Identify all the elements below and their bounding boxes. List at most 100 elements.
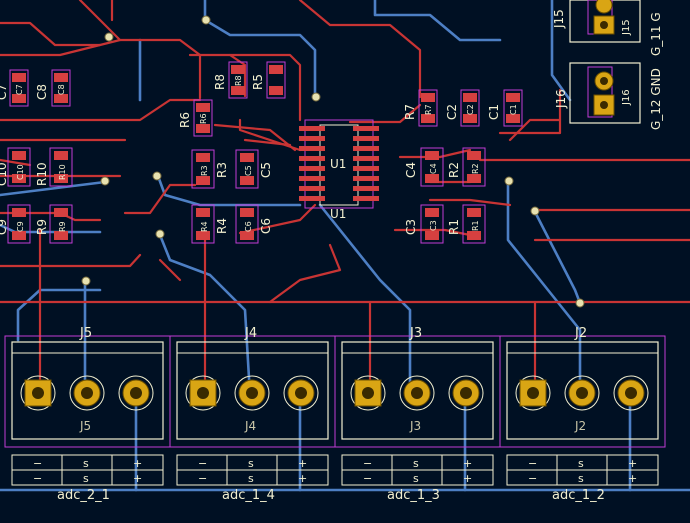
c6-pad-2[interactable] bbox=[240, 231, 254, 240]
j15-pad-2[interactable] bbox=[595, 0, 613, 14]
passive-r10[interactable]: R10 R10 bbox=[35, 147, 73, 187]
passive-c7[interactable]: C7 C7 bbox=[0, 69, 29, 107]
r8-pad-1[interactable] bbox=[231, 65, 245, 74]
c2-pad-2[interactable] bbox=[463, 114, 477, 123]
u1-pad[interactable] bbox=[353, 176, 379, 181]
r2-pad-2[interactable] bbox=[467, 174, 481, 183]
header-j15[interactable]: J15 J15 G_11 G bbox=[552, 0, 663, 56]
r3-pad-2[interactable] bbox=[196, 176, 210, 185]
passive-c8[interactable]: C8 C8 bbox=[35, 69, 71, 107]
passive-r3[interactable]: R3 R3 bbox=[191, 149, 229, 189]
u1-pad[interactable] bbox=[299, 176, 325, 181]
r6-pad-2[interactable] bbox=[196, 124, 210, 133]
passive-c4[interactable]: C4 C4 bbox=[404, 147, 444, 187]
c10-pad-1[interactable] bbox=[12, 151, 26, 160]
c7-pad-2[interactable] bbox=[12, 94, 26, 103]
r9-pad-1[interactable] bbox=[54, 208, 68, 217]
c2-pad-1[interactable] bbox=[463, 93, 477, 102]
passive-r1[interactable]: R1 R1 bbox=[447, 204, 486, 244]
u1-pad[interactable] bbox=[299, 146, 325, 151]
passive-c2[interactable]: C2 C2 bbox=[445, 89, 480, 127]
j5-pin-label: s bbox=[83, 457, 89, 470]
c3-pad-2[interactable] bbox=[425, 231, 439, 240]
u1-pad[interactable] bbox=[299, 126, 325, 131]
r1-fab-label: R1 bbox=[471, 220, 480, 231]
c4-pad-2[interactable] bbox=[425, 174, 439, 183]
r10-pad-2[interactable] bbox=[54, 174, 68, 183]
j2-drill-hole bbox=[576, 387, 588, 399]
passive-r5[interactable]: R5 bbox=[251, 61, 286, 99]
j2-pin-ring bbox=[564, 375, 600, 411]
u1-pad[interactable] bbox=[353, 126, 379, 131]
r4-pad-2[interactable] bbox=[196, 231, 210, 240]
u1-pad[interactable] bbox=[353, 146, 379, 151]
c6-pad-1[interactable] bbox=[240, 208, 254, 217]
c8-pad-1[interactable] bbox=[54, 73, 68, 82]
passive-c9[interactable]: C9 C9 bbox=[0, 204, 31, 244]
u1-pad[interactable] bbox=[353, 156, 379, 161]
c1-pad-1[interactable] bbox=[506, 93, 520, 102]
r5-pad-2[interactable] bbox=[269, 86, 283, 95]
passive-c3[interactable]: C3 C3 bbox=[404, 204, 444, 244]
u1-pad[interactable] bbox=[353, 136, 379, 141]
passive-r6[interactable]: R6 R6 bbox=[178, 99, 213, 137]
header-j16[interactable]: J16 J16 G_12 GND bbox=[554, 62, 663, 130]
c4-courtyard bbox=[420, 147, 444, 187]
u1-pad[interactable] bbox=[299, 186, 325, 191]
r10-pad-1[interactable] bbox=[54, 151, 68, 160]
r10-ref-label: R10 bbox=[35, 162, 49, 186]
r1-pad-2[interactable] bbox=[467, 231, 481, 240]
c5-pad-2[interactable] bbox=[240, 176, 254, 185]
r7-pad-2[interactable] bbox=[421, 114, 435, 123]
c9-pad-1[interactable] bbox=[12, 208, 26, 217]
passive-r2[interactable]: R2 R2 bbox=[447, 147, 486, 187]
passive-c5[interactable]: C5 C5 bbox=[235, 149, 273, 189]
c5-pad-1[interactable] bbox=[240, 153, 254, 162]
passive-c1[interactable]: C1 C1 bbox=[487, 89, 523, 127]
r4-pad-1[interactable] bbox=[196, 208, 210, 217]
r5-pad-1[interactable] bbox=[269, 65, 283, 74]
j16-courtyard bbox=[587, 66, 613, 118]
passive-c6[interactable]: C6 C6 bbox=[235, 204, 273, 244]
r3-pad-1[interactable] bbox=[196, 153, 210, 162]
u1-pad[interactable] bbox=[353, 166, 379, 171]
passive-r4[interactable]: R4 R4 bbox=[191, 204, 229, 244]
r8-pad-2[interactable] bbox=[231, 86, 245, 95]
c8-pad-2[interactable] bbox=[54, 94, 68, 103]
r1-pad-1[interactable] bbox=[467, 208, 481, 217]
c7-pad-1[interactable] bbox=[12, 73, 26, 82]
r6-courtyard bbox=[193, 99, 213, 137]
j2-drill-hole bbox=[527, 387, 539, 399]
passive-r9[interactable]: R9 R9 bbox=[35, 204, 73, 244]
ic-u1[interactable]: U1 U1 bbox=[299, 119, 379, 221]
c3-pad-1[interactable] bbox=[425, 208, 439, 217]
u1-pad[interactable] bbox=[353, 196, 379, 201]
u1-pad[interactable] bbox=[299, 136, 325, 141]
r6-pad-1[interactable] bbox=[196, 103, 210, 112]
r7-pad-1[interactable] bbox=[421, 93, 435, 102]
passive-c10[interactable]: C10 C10 bbox=[0, 147, 31, 187]
r2-pad-1[interactable] bbox=[467, 151, 481, 160]
c9-pad-2[interactable] bbox=[12, 231, 26, 240]
r9-pad-2[interactable] bbox=[54, 231, 68, 240]
u1-pad[interactable] bbox=[299, 156, 325, 161]
u1-pad[interactable] bbox=[299, 196, 325, 201]
c10-pad-2[interactable] bbox=[12, 174, 26, 183]
u1-pad[interactable] bbox=[299, 166, 325, 171]
passive-r7[interactable]: R7 R7 bbox=[403, 89, 438, 127]
j5-ref-label: J5 bbox=[79, 326, 92, 341]
r8-ref-label: R8 bbox=[213, 74, 227, 90]
c4-pad-1[interactable] bbox=[425, 151, 439, 160]
c7-fab-label: C7 bbox=[15, 84, 24, 95]
via bbox=[104, 32, 114, 42]
c1-courtyard bbox=[503, 89, 523, 127]
c1-pad-2[interactable] bbox=[506, 114, 520, 123]
passive-r8[interactable]: R8 R8 bbox=[213, 61, 248, 99]
j15-ref-label: J15 bbox=[552, 9, 566, 29]
u1-pad[interactable] bbox=[353, 186, 379, 191]
